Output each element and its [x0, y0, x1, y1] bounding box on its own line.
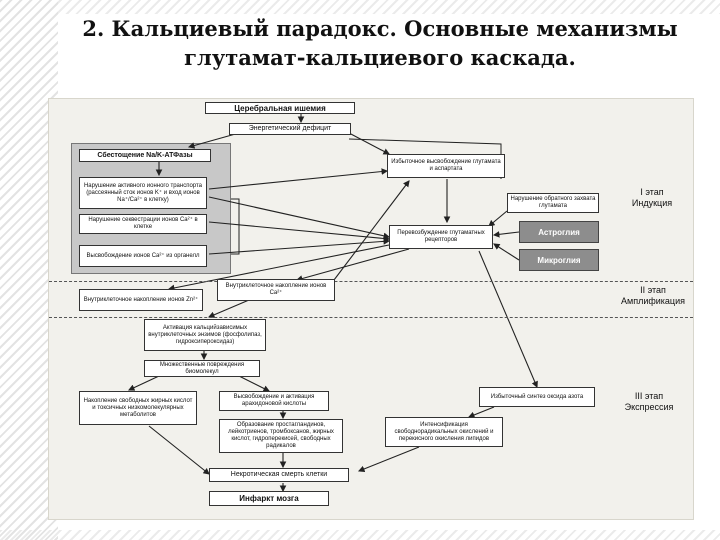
stage1-number: I этап — [640, 187, 664, 197]
arrow-damage-acids — [128, 375, 160, 391]
box-astroglia: Астроглия — [519, 221, 599, 243]
arrow-transport-glutamate — [208, 168, 389, 190]
box-free-fatty-acids: Накопление свободных жирных кислот и ток… — [79, 391, 197, 425]
cascade-diagram: Церебральная ишемия Энергетический дефиц… — [48, 98, 694, 520]
box-active-transport: Нарушение активного ионного транспорта (… — [79, 177, 207, 209]
stage-divider-2 — [49, 317, 693, 318]
box-zn-accum: Внутриклеточное накопление ионов Zn²⁺ — [79, 289, 203, 311]
box-energy-deficit: Энергетический дефицит — [229, 123, 351, 135]
box-necrotic-death: Некротическая смерть клетки — [209, 468, 349, 482]
box-ca-sequestration: Нарушение секвестрации ионов Ca²⁺ в клет… — [79, 214, 207, 234]
arrow-energy-atpase — [187, 132, 240, 149]
box-enzyme-activation: Активация кальцийзависимых внутриклеточн… — [144, 319, 266, 351]
box-ca-release: Высвобождение ионов Ca²⁺ из органелл — [79, 245, 207, 267]
box-reuptake-disorder: Нарушение обратного захвата глутамата — [507, 193, 599, 213]
box-ca-accum: Внутриклеточное накопление ионов Ca²⁺ — [217, 279, 335, 301]
arrow-radicals-necrosis — [357, 446, 420, 473]
slide-title-line2: глутамат-кальциевого каскада. — [184, 45, 576, 70]
box-prostaglandins: Образование простагландинов, лейкотриено… — [219, 419, 343, 453]
decorative-hatch-bottom — [0, 530, 720, 540]
box-receptor-overstim: Перевозбуждение глутаматных рецепторов — [389, 225, 493, 249]
arrow-astroglia-receptors — [492, 231, 520, 238]
stage3-label: III этап Экспрессия — [609, 391, 689, 413]
stage3-name: Экспрессия — [624, 402, 674, 412]
arrow-acids-necrosis — [148, 425, 210, 475]
box-no-synthesis: Избыточный синтез оксида азота — [479, 387, 595, 407]
decorative-hatch-top — [0, 0, 720, 14]
arrow-receptors-ca — [295, 248, 410, 282]
stage2-name: Амплификация — [621, 296, 685, 306]
box-ischemia: Церебральная ишемия — [205, 102, 355, 114]
stage1-label: I этап Индукция — [617, 187, 687, 209]
arrow-damage-arachidonic — [238, 375, 270, 392]
arrow-ca-enzymes — [207, 299, 250, 318]
box-infarct: Инфаркт мозга — [209, 491, 329, 506]
box-microglia: Микроглия — [519, 249, 599, 271]
box-glutamate-release: Избыточное высвобождение глутамата и асп… — [387, 154, 505, 178]
box-free-radical-intens: Интенсификация свободнорадикальных окисл… — [385, 417, 503, 447]
stage1-name: Индукция — [631, 198, 673, 208]
box-arachidonic: Высвобождение и активация арахидоновой к… — [219, 391, 329, 411]
arrow-ca-glutamate — [333, 180, 410, 281]
stage2-number: II этап — [640, 285, 666, 295]
arrow-energy-glutamate — [348, 132, 390, 155]
arrow-receptors-no — [478, 250, 538, 389]
slide-title: 2. Кальциевый парадокс. Основные механиз… — [60, 14, 700, 72]
arrow-microglia-receptors — [493, 243, 520, 261]
stage-divider-1 — [49, 281, 693, 282]
bracket-group — [231, 198, 240, 255]
slide-title-line1: 2. Кальциевый парадокс. Основные механиз… — [82, 16, 678, 41]
box-na-k-atpase: Сбестощение Na/K-АТФазы — [79, 149, 211, 162]
stage3-number: III этап — [634, 391, 664, 401]
arrow-no-radicals — [467, 406, 495, 419]
arrow-reuptake-receptors — [488, 210, 508, 227]
box-biomolecule-damage: Множественные повреждения биомолекул — [144, 360, 260, 377]
stage2-label: II этап Амплификация — [615, 285, 691, 307]
